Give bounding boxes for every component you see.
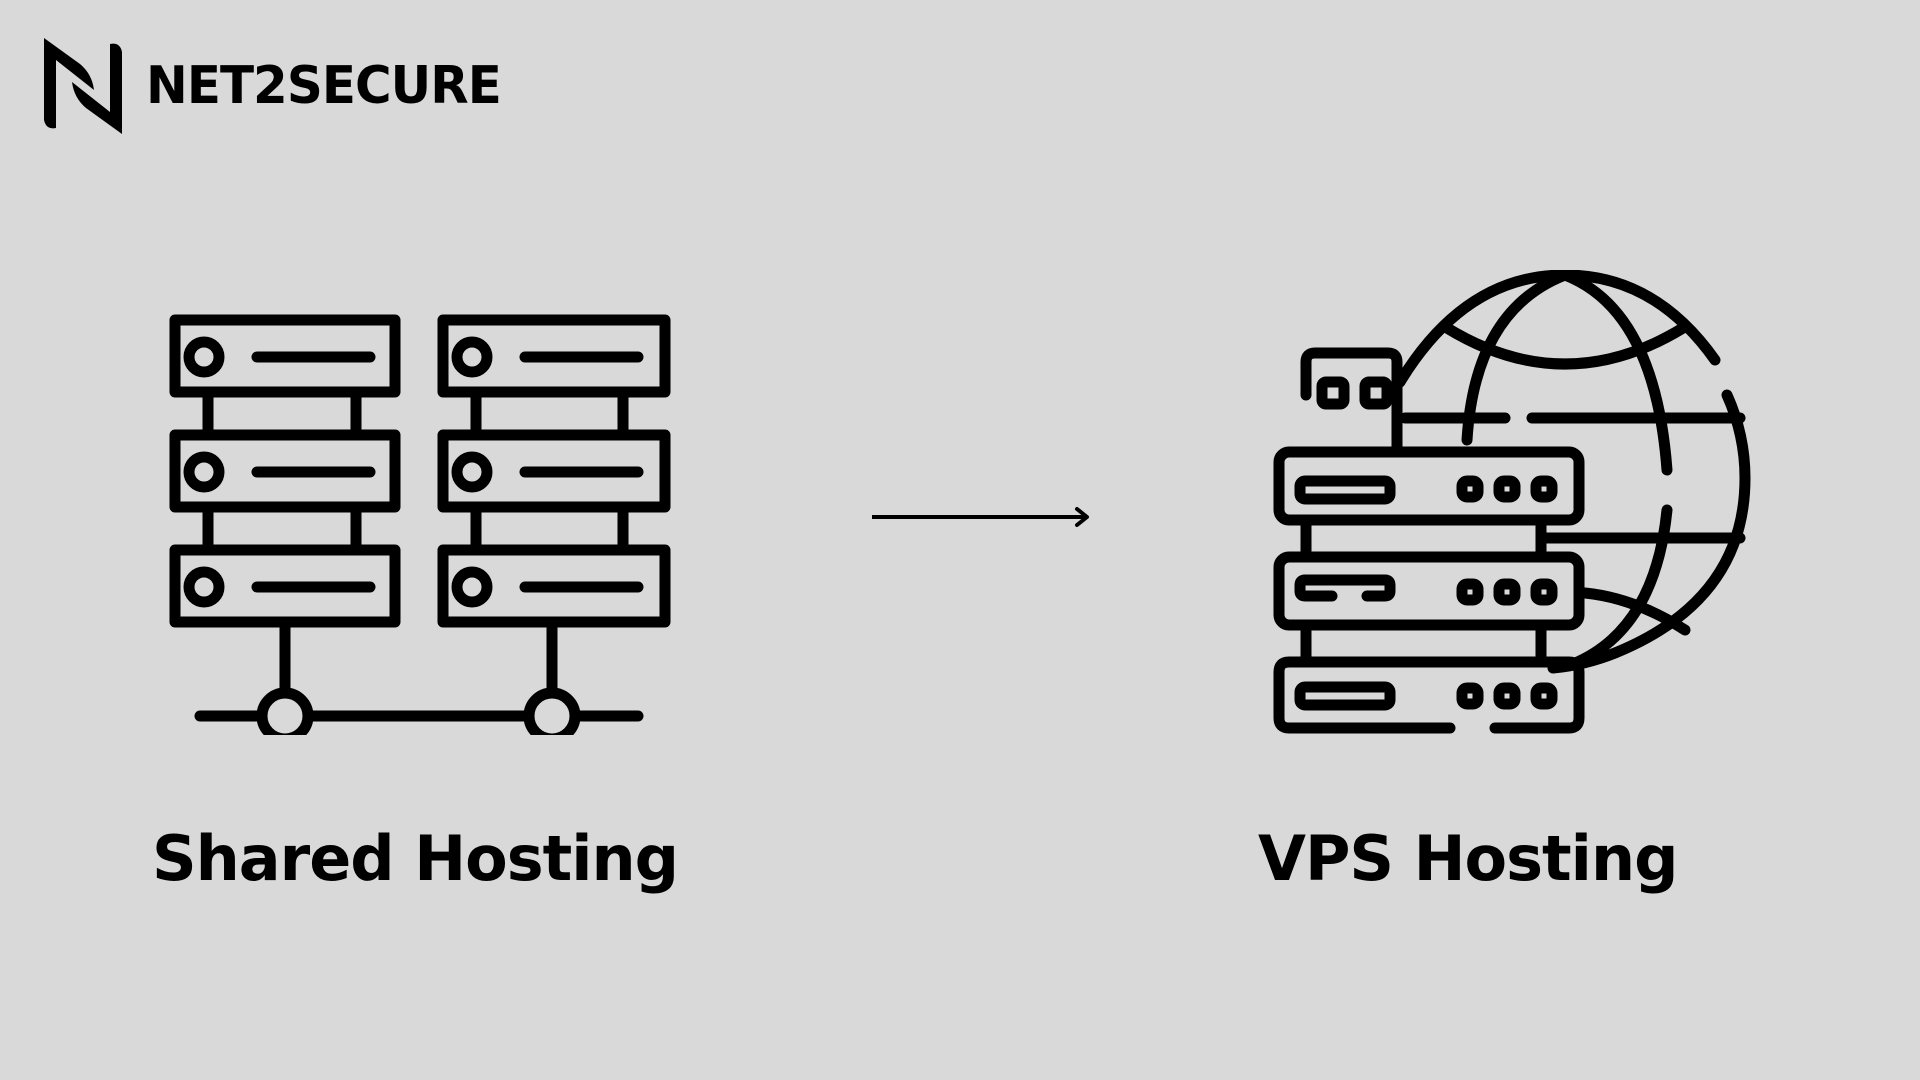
server-unit	[169, 314, 401, 398]
vps-hosting-label: VPS Hosting	[1258, 822, 1678, 895]
brand-logo: NET2SECURE	[42, 38, 516, 134]
server-unit	[437, 429, 671, 513]
server-globe-icon	[1273, 270, 1751, 734]
server-unit	[169, 429, 401, 513]
server-racks-network-icon	[169, 314, 671, 735]
n-monogram-icon	[44, 38, 122, 134]
server-unit	[437, 314, 671, 398]
arrow-right-icon	[872, 507, 1089, 527]
brand-name: NET2SECURE	[146, 56, 502, 116]
shared-hosting-label: Shared Hosting	[152, 822, 679, 895]
